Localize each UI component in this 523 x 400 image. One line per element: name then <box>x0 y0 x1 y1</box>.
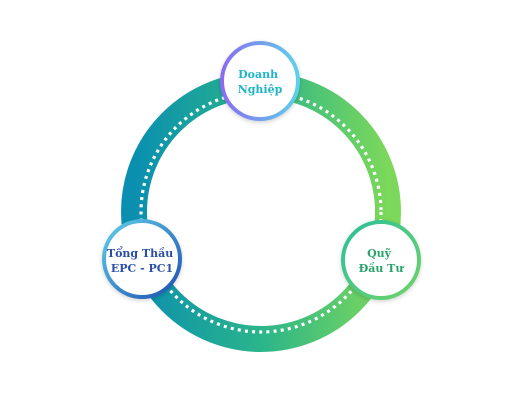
node-doanh-nghiep: Doanh Nghiệp <box>220 41 300 121</box>
cycle-ring <box>121 72 401 352</box>
node-quy-dau-tu-line-1: Quỹ <box>367 247 392 260</box>
node-quy-dau-tu-line-2: Đầu Tư <box>359 262 405 275</box>
node-tong-thau: Tổng Thầu EPC - PC1 <box>102 219 182 299</box>
svg-text:Doanh Nghiệp: Doanh Nghiệp <box>238 68 283 96</box>
node-tong-thau-line-1: Tổng Thầu <box>107 246 173 260</box>
svg-text:Tổng Thầu EPC - PC1: Tổng Thầu EPC - PC1 <box>107 246 177 275</box>
node-quy-dau-tu: Quỹ Đầu Tư <box>341 220 421 300</box>
svg-text:Quỹ Đầu Tư: Quỹ Đầu Tư <box>359 247 405 275</box>
node-doanh-nghiep-line-1: Doanh <box>238 68 278 81</box>
node-doanh-nghiep-line-2: Nghiệp <box>238 83 283 96</box>
node-tong-thau-line-2: EPC - PC1 <box>111 262 173 275</box>
cycle-ring-dots <box>139 90 383 334</box>
